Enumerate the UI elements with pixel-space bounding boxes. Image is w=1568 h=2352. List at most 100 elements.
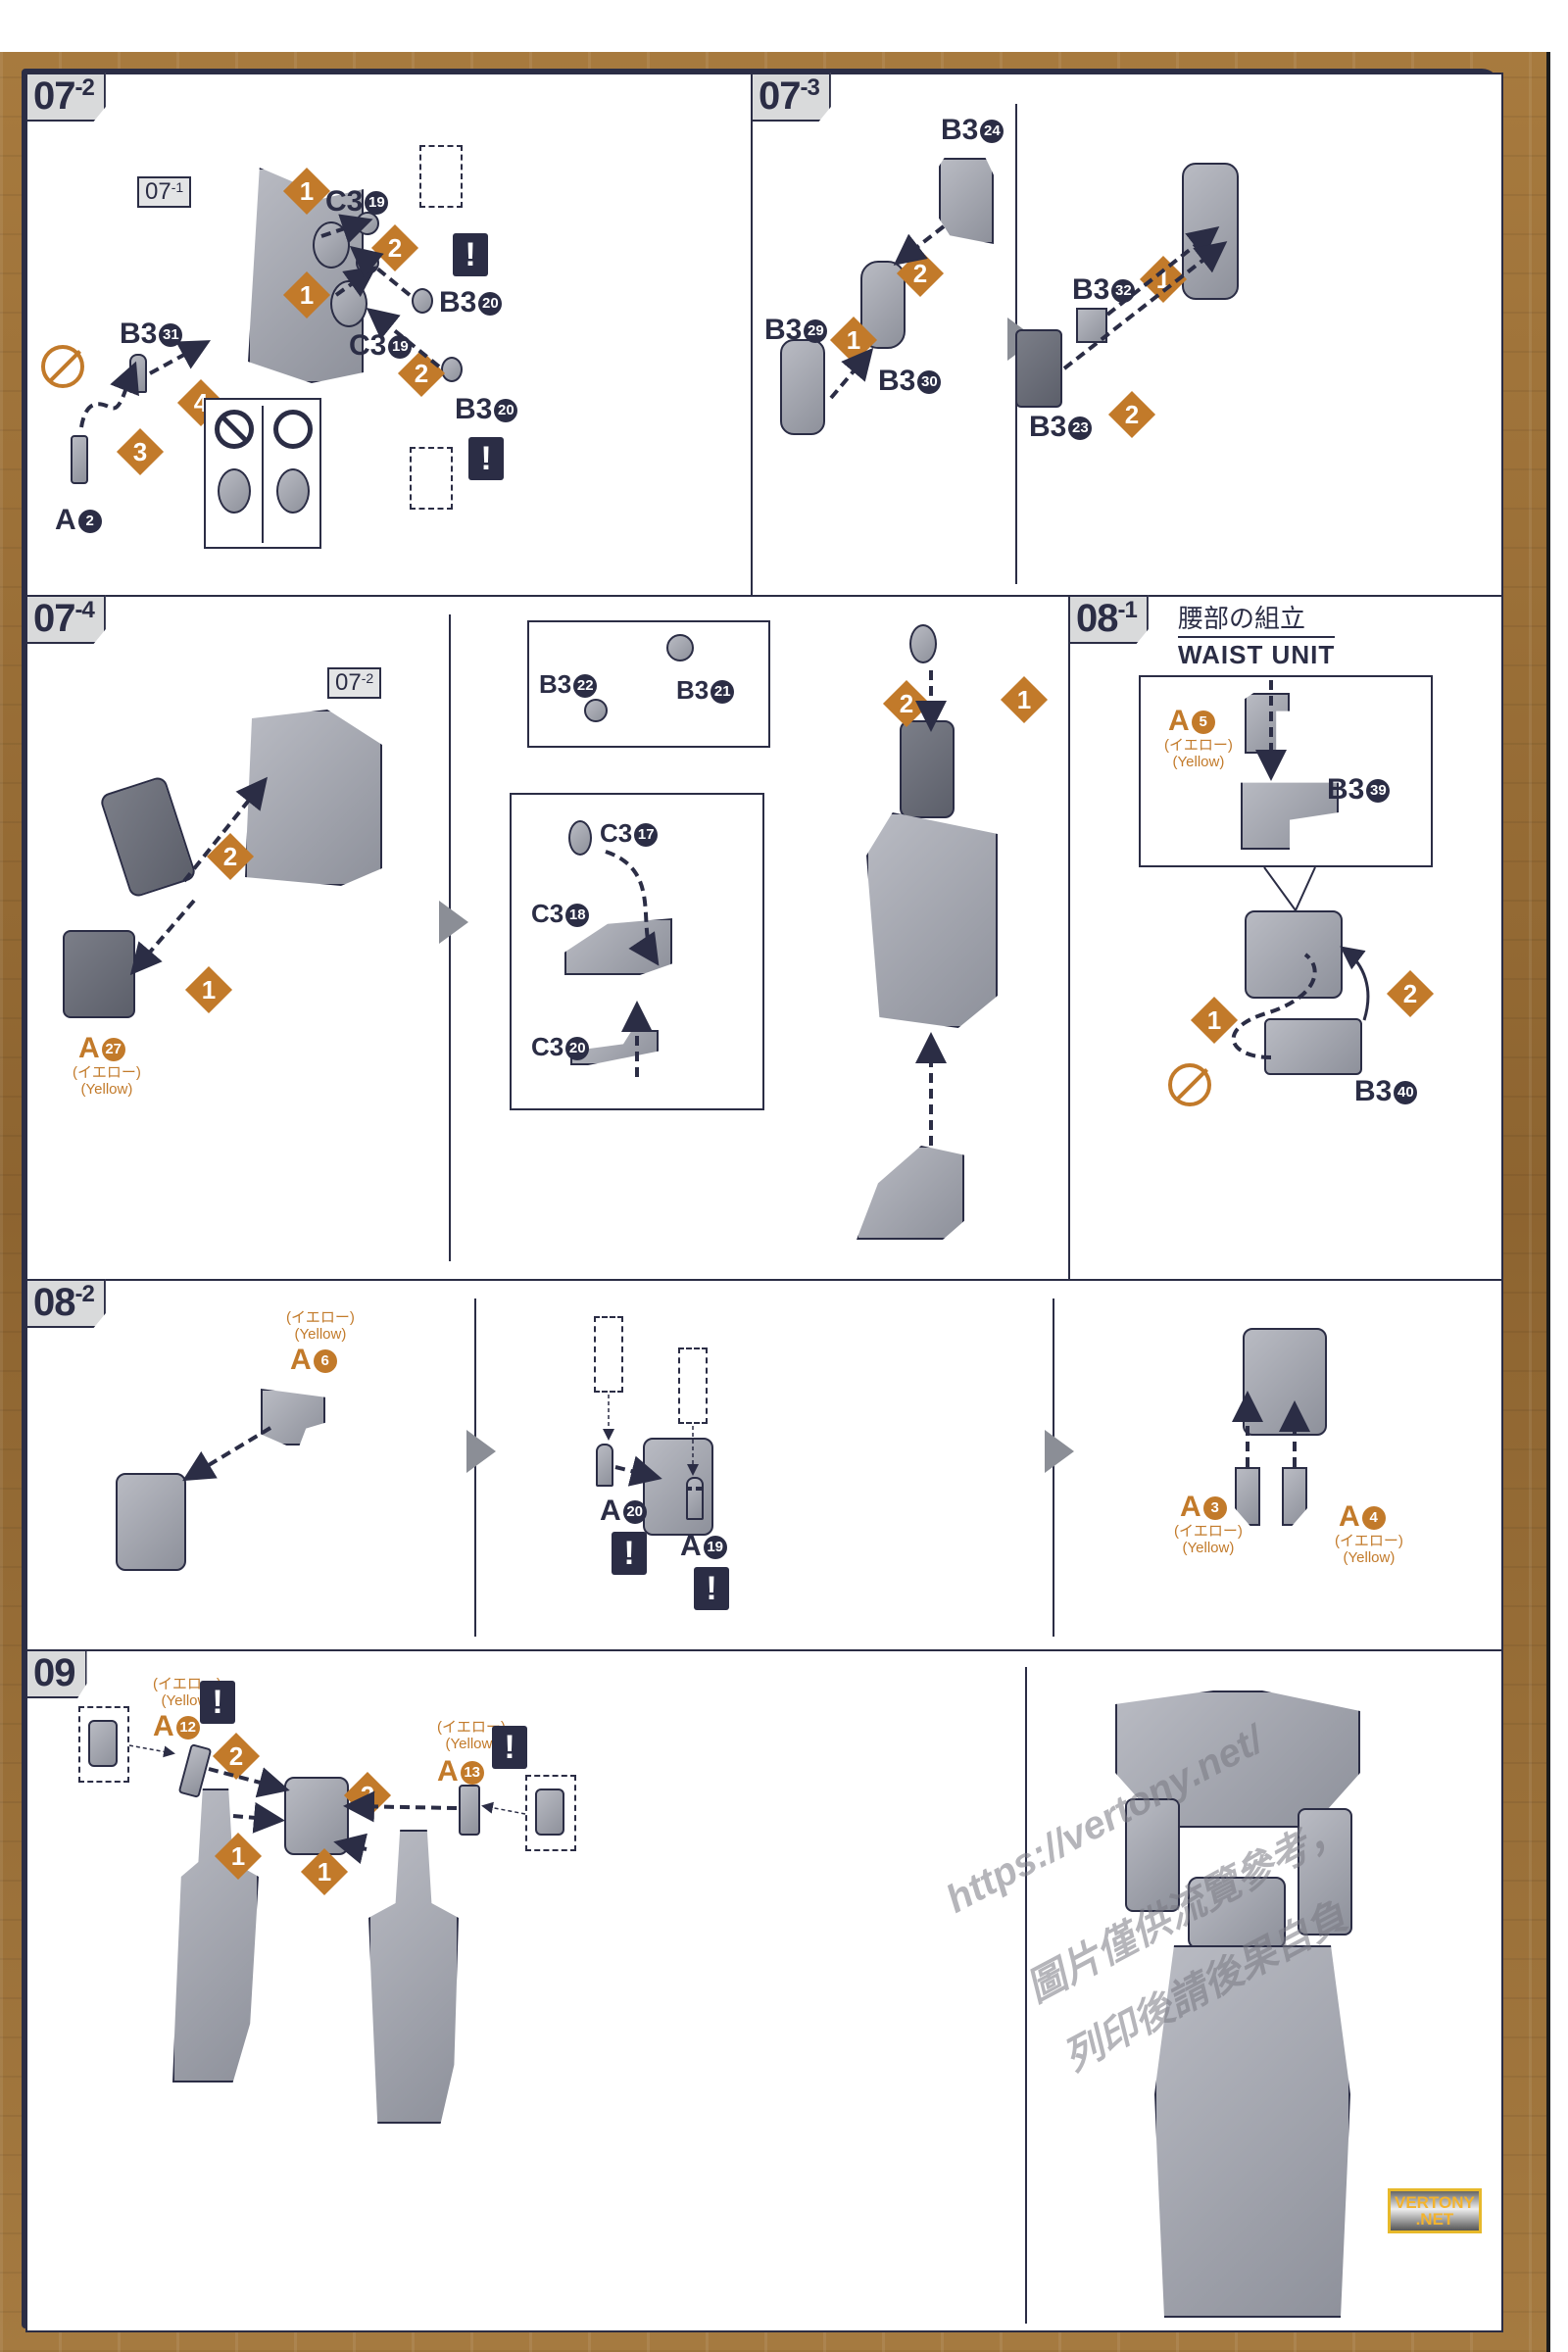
polycap-part [313,221,350,269]
part-b3-23 [1015,329,1062,408]
polycap-right [276,468,310,514]
divider [1025,1667,1027,2324]
joint-peg [356,251,379,274]
order-marker: 1 [1190,996,1239,1045]
part-b3-29 [780,339,825,435]
warning-icon: ! [453,233,488,276]
shoulder-armor-part [98,774,198,900]
right-leg-assembly [368,1830,459,2124]
section-title-jp: 腰部の組立 [1178,604,1306,633]
orientation-callout [204,398,321,549]
waist-assembly-part [116,1473,186,1571]
order-marker: 2 [370,223,419,272]
part-a-19 [686,1477,704,1520]
part-b3-21 [666,634,694,662]
warning-icon: ! [200,1681,235,1724]
no-tool-icon [1168,1063,1211,1106]
no-tool-icon [41,345,84,388]
order-marker: 2 [212,1732,261,1781]
warning-icon: ! [612,1532,647,1575]
color-note: (イエロー)(Yellow) [286,1309,355,1343]
color-note: (イエロー)(Yellow) [73,1064,141,1098]
torso-assembly-part [866,812,998,1028]
detail-inset [419,145,463,208]
page-edge [1546,52,1550,2352]
completed-robot-arm [1125,1798,1180,1912]
color-note: (イエロー)(Yellow) [437,1719,506,1752]
armor-front-view [88,1720,118,1767]
part-b3-40 [1264,1018,1362,1075]
color-note: (イエロー)(Yellow) [1174,1523,1243,1556]
order-marker: 1 [282,167,331,216]
warning-icon: ! [492,1726,527,1769]
order-marker: 2 [1107,390,1156,439]
armor-front-view [535,1788,564,1836]
part-b3-22 [584,699,608,722]
step-number: 07-2 [25,73,106,122]
next-arrow-icon [1045,1430,1074,1473]
torso-assembly-part [245,710,382,886]
neck-joint-part [909,624,937,663]
correct-icon [273,410,313,449]
head-cover-part [900,720,955,818]
order-marker: 1 [214,1832,263,1881]
polycap-part [330,280,368,327]
left-leg-assembly [172,1788,259,2082]
divider [262,406,264,543]
part-a-13 [459,1785,480,1836]
completed-robot-arm [1298,1808,1352,1936]
part-a-6 [261,1389,325,1446]
part-a-3 [1235,1467,1260,1526]
order-marker: 2 [206,832,255,881]
detail-inset [78,1706,129,1783]
next-arrow-icon [466,1430,496,1473]
detail-inset [594,1316,623,1393]
order-marker: 2 [896,249,945,298]
order-marker: 1 [300,1847,349,1896]
section-title-en: WAIST UNIT [1178,636,1336,670]
next-arrow-icon [439,901,468,944]
part-a-27 [63,930,135,1018]
step-number: 07-4 [25,595,106,644]
part-b3-24 [939,158,994,244]
order-marker: 2 [343,1771,392,1820]
order-marker: 1 [1139,255,1188,304]
part-a-20 [596,1444,613,1487]
reference-step-badge: 07-1 [137,176,192,208]
order-marker: 1 [184,965,233,1014]
order-marker: 1 [1000,675,1049,724]
part-b3-32 [1076,308,1107,343]
reference-step-badge: 07-2 [327,667,382,699]
step-number: 08-2 [25,1279,106,1328]
vertony-logo: VERTONY.NET [1388,2188,1482,2233]
part-assembly-b3 [1182,163,1239,300]
